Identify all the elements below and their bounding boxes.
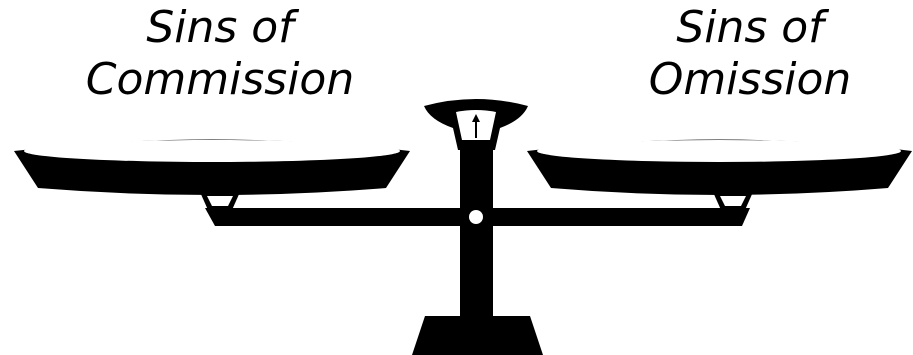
left-pan-rim [24, 140, 400, 162]
scale-base [412, 316, 543, 355]
right-pan-rim [537, 140, 901, 162]
scale-pivot [469, 210, 483, 224]
